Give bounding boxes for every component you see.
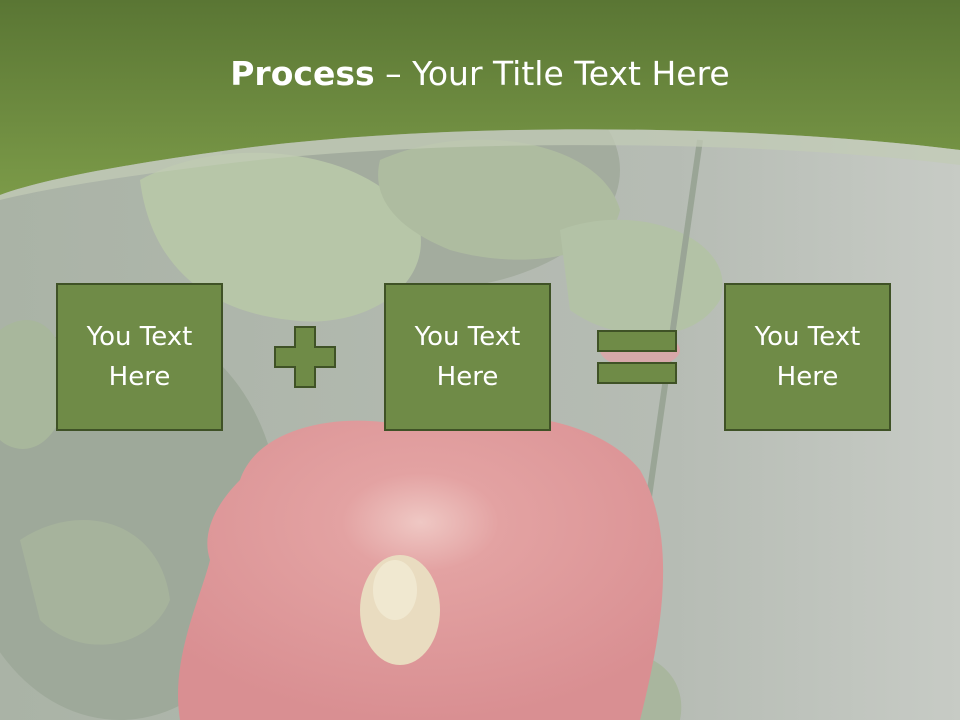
text-box-3[interactable]: You Text Here — [724, 283, 891, 431]
text-box-2[interactable]: You Text Here — [384, 283, 551, 431]
text-box-1-label: You Text Here — [86, 322, 193, 392]
header-banner — [0, 0, 960, 200]
slide-title: Process – Your Title Text Here — [0, 50, 960, 98]
text-box-2-label: You Text Here — [414, 322, 521, 392]
title-rest-text: – Your Title Text Here — [374, 54, 730, 93]
text-box-1[interactable]: You Text Here — [56, 283, 223, 431]
equals-icon — [597, 330, 677, 384]
title-bold-text: Process — [230, 54, 375, 93]
plus-icon — [274, 326, 336, 388]
text-box-3-label: You Text Here — [754, 322, 861, 392]
